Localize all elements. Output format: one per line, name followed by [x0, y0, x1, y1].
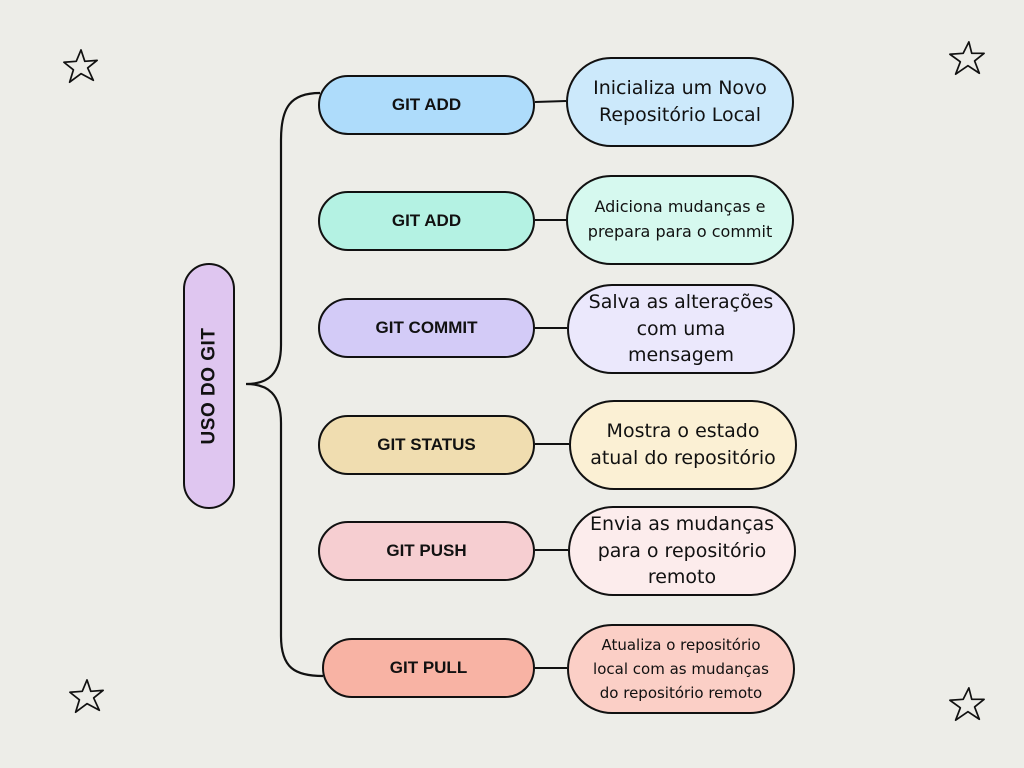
star-icon [949, 41, 985, 76]
command-node-6: GIT PULL [322, 638, 535, 698]
command-node-3: GIT COMMIT [318, 298, 535, 358]
description-node-1: Inicializa um Novo Repositório Local [566, 57, 794, 147]
command-node-1: GIT ADD [318, 75, 535, 135]
star-icon [949, 687, 985, 722]
star-icon [69, 679, 105, 714]
description-node-3: Salva as alterações com uma mensagem [567, 284, 795, 374]
root-node: USO DO GIT [183, 263, 235, 509]
star-icon [63, 49, 99, 84]
command-node-5: GIT PUSH [318, 521, 535, 581]
description-node-6: Atualiza o repositório local com as muda… [567, 624, 795, 714]
description-node-5: Envia as mudanças para o repositório rem… [568, 506, 796, 596]
connector-1 [534, 100, 567, 103]
root-label: USO DO GIT [198, 327, 219, 445]
brace-line [245, 91, 324, 678]
command-node-2: GIT ADD [318, 191, 535, 251]
description-node-4: Mostra o estado atual do repositório [569, 400, 797, 490]
description-node-2: Adiciona mudanças e prepara para o commi… [566, 175, 794, 265]
command-node-4: GIT STATUS [318, 415, 535, 475]
